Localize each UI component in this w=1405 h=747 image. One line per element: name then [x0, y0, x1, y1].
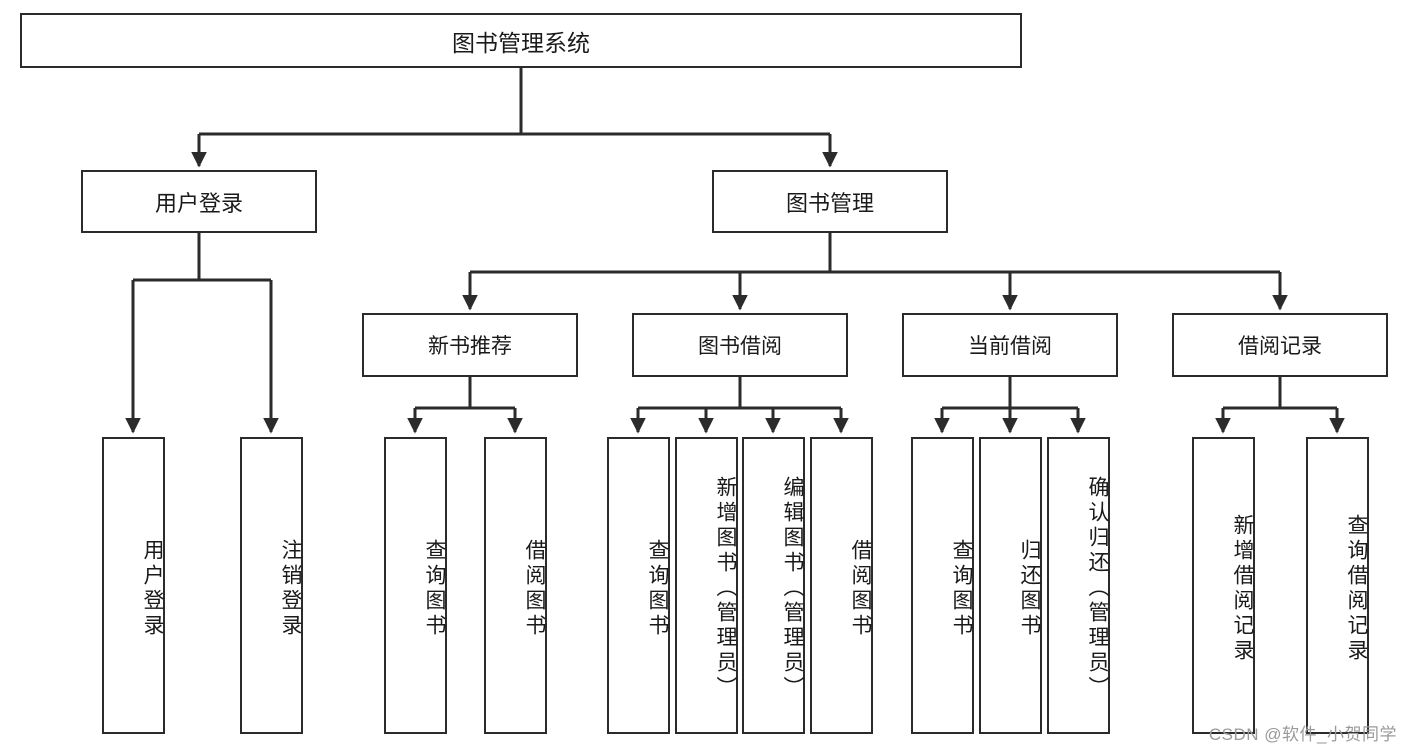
node-leaf-confirm-return[interactable]: 确认归还（管理员） [1047, 437, 1110, 734]
node-new-book-recommend-label: 新书推荐 [428, 335, 512, 358]
node-leaf-query-book-1[interactable]: 查询图书 [384, 437, 447, 734]
node-leaf-add-record[interactable]: 新增借阅记录 [1192, 437, 1255, 734]
node-leaf-edit-book[interactable]: 编辑图书（管理员） [742, 437, 805, 734]
node-leaf-return-book-label: 归还图书 [1018, 538, 1041, 639]
node-leaf-borrow-book-1-label: 借阅图书 [523, 538, 546, 639]
node-leaf-add-record-label: 新增借阅记录 [1231, 513, 1254, 664]
node-leaf-borrow-book-1[interactable]: 借阅图书 [484, 437, 547, 734]
node-leaf-borrow-book-2-label: 借阅图书 [849, 538, 872, 639]
node-leaf-query-book-3[interactable]: 查询图书 [911, 437, 974, 734]
node-leaf-edit-book-label: 编辑图书（管理员） [781, 476, 804, 701]
node-leaf-return-book[interactable]: 归还图书 [979, 437, 1042, 734]
node-book-management-label: 图书管理 [785, 190, 874, 216]
node-current-borrow[interactable]: 当前借阅 [902, 313, 1118, 377]
node-leaf-query-record[interactable]: 查询借阅记录 [1306, 437, 1369, 734]
node-leaf-add-book[interactable]: 新增图书（管理员） [675, 437, 738, 734]
node-borrow-record-label: 借阅记录 [1238, 335, 1322, 358]
node-leaf-borrow-book-2[interactable]: 借阅图书 [810, 437, 873, 734]
node-leaf-query-record-label: 查询借阅记录 [1345, 513, 1368, 664]
node-user-login-label: 用户登录 [154, 190, 243, 216]
node-leaf-add-book-label: 新增图书（管理员） [714, 476, 737, 701]
node-root[interactable]: 图书管理系统 [20, 13, 1022, 68]
node-borrow-record[interactable]: 借阅记录 [1172, 313, 1388, 377]
node-leaf-query-book-1-label: 查询图书 [423, 538, 446, 639]
node-leaf-user-login-label: 用户登录 [141, 538, 164, 639]
node-book-borrow[interactable]: 图书借阅 [632, 313, 848, 377]
node-leaf-query-book-2[interactable]: 查询图书 [607, 437, 670, 734]
node-leaf-query-book-3-label: 查询图书 [950, 538, 973, 639]
node-leaf-logout-label: 注销登录 [279, 538, 302, 639]
node-leaf-query-book-2-label: 查询图书 [646, 538, 669, 639]
watermark-text: CSDN @软件_小贺同学 [1208, 725, 1397, 744]
node-new-book-recommend[interactable]: 新书推荐 [362, 313, 578, 377]
node-leaf-confirm-return-label: 确认归还（管理员） [1086, 476, 1109, 701]
node-leaf-logout[interactable]: 注销登录 [240, 437, 303, 734]
node-user-login[interactable]: 用户登录 [81, 170, 317, 233]
node-book-management[interactable]: 图书管理 [712, 170, 948, 233]
node-current-borrow-label: 当前借阅 [968, 335, 1052, 358]
node-leaf-user-login[interactable]: 用户登录 [102, 437, 165, 734]
node-root-label: 图书管理系统 [452, 29, 590, 56]
node-book-borrow-label: 图书借阅 [698, 335, 782, 358]
